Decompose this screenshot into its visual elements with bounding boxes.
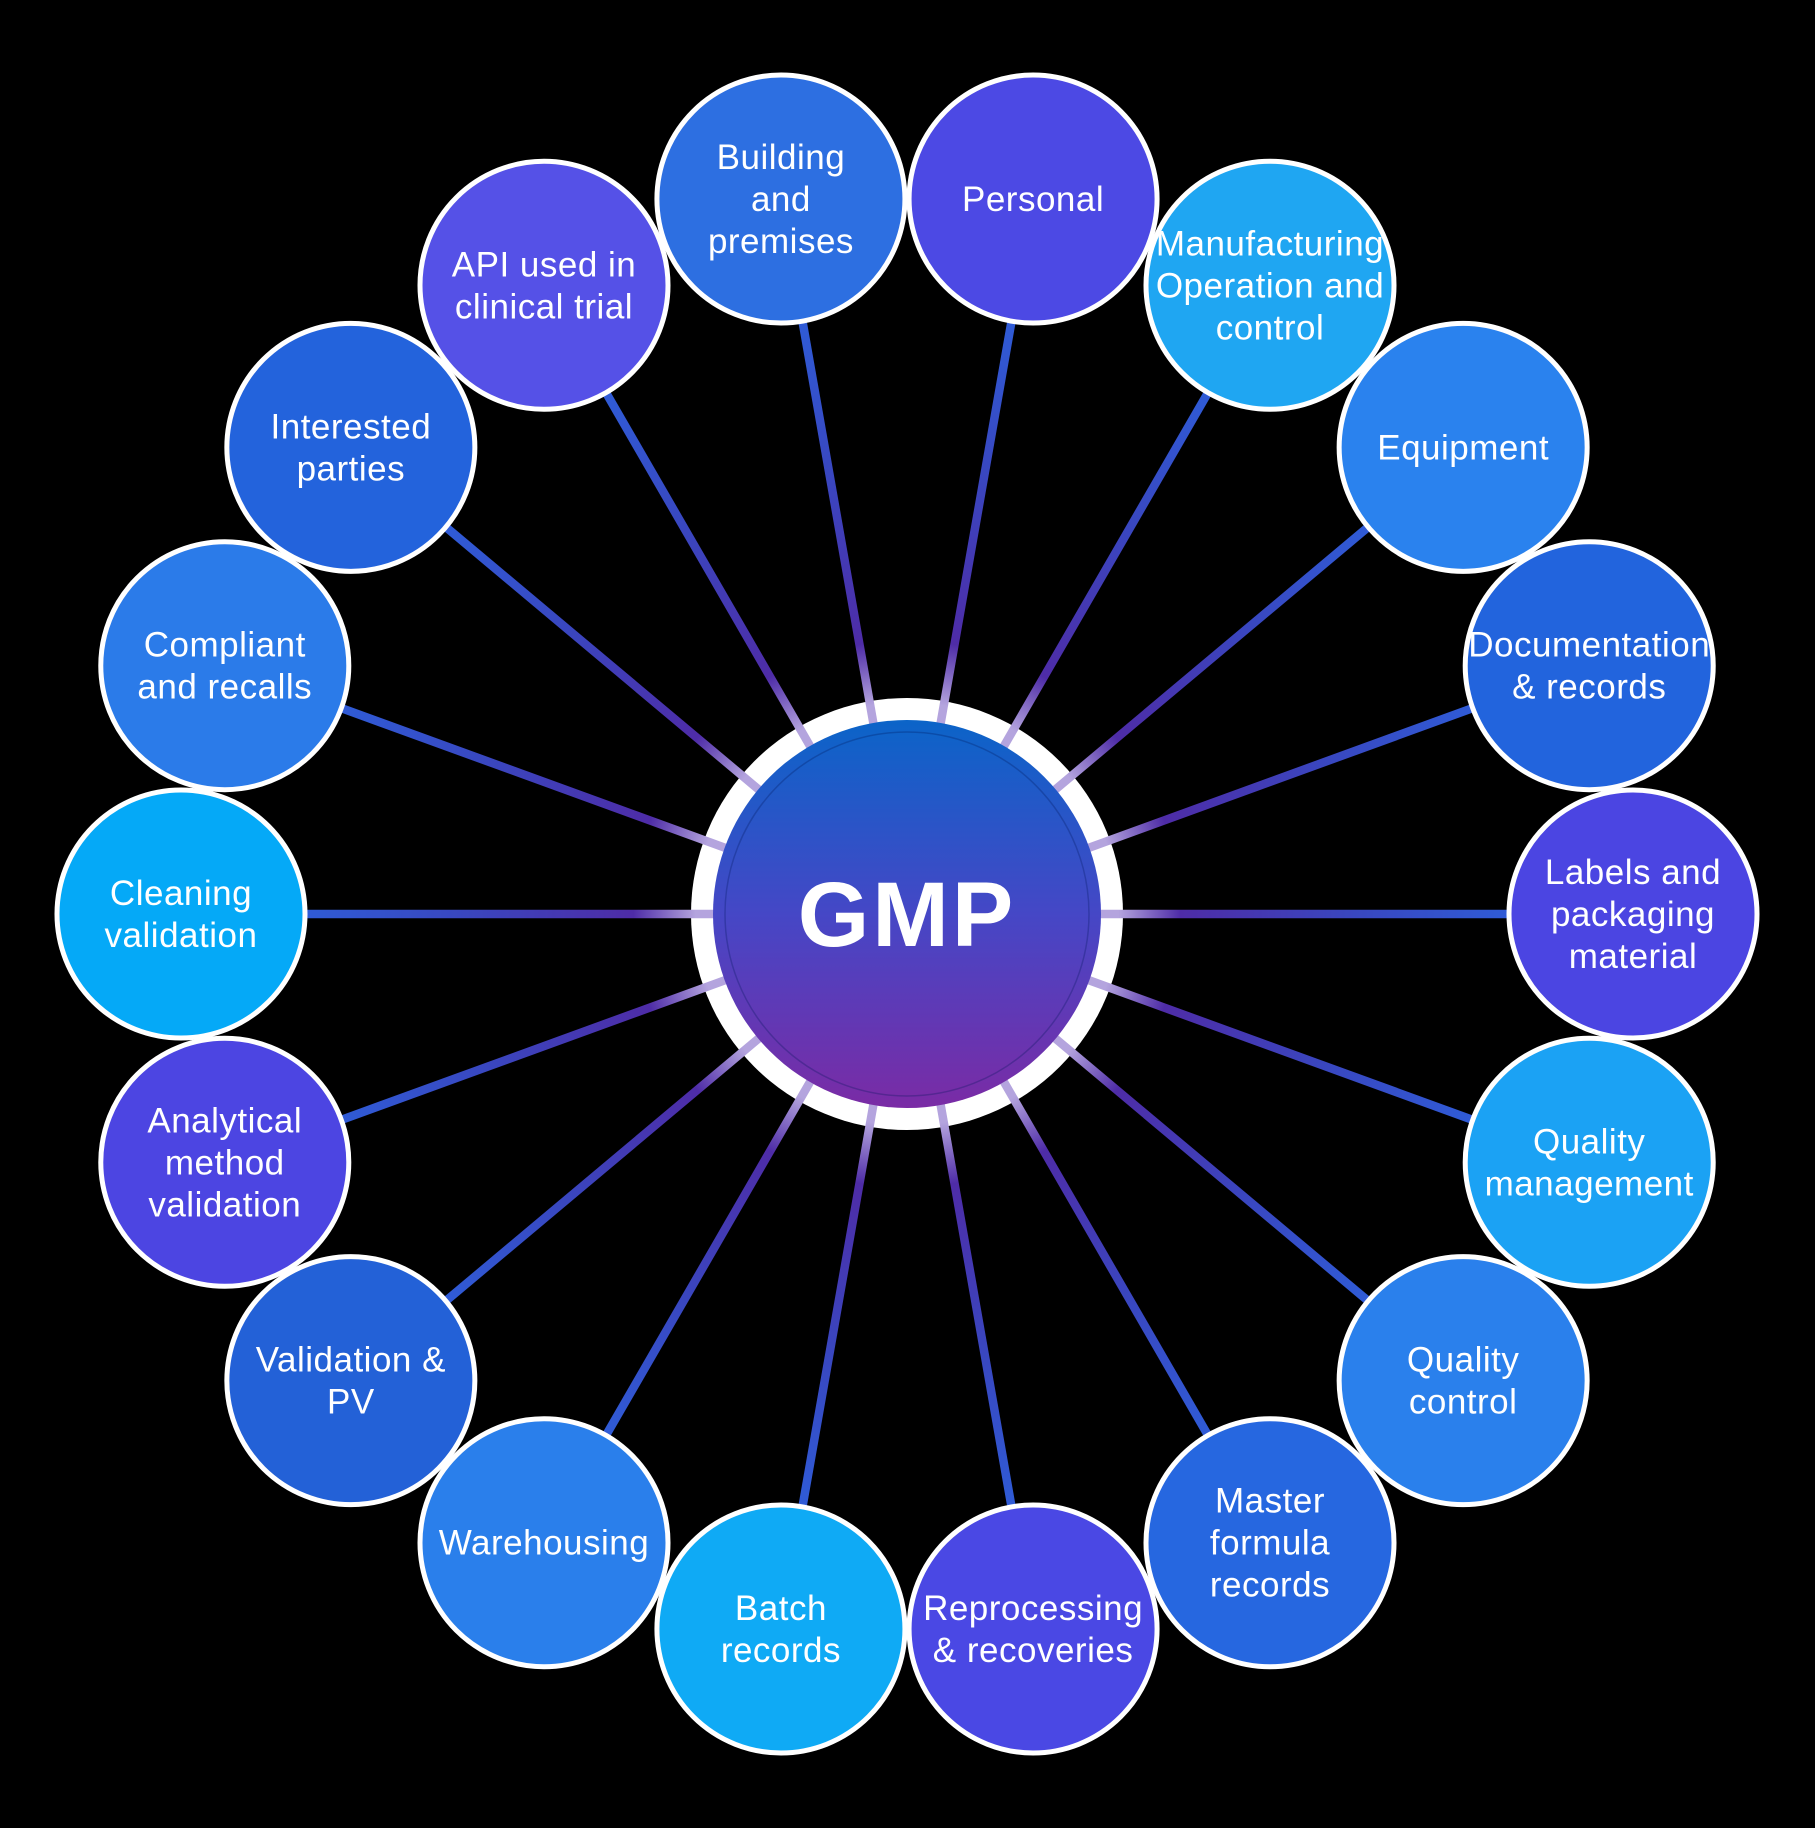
node-circle-labels-and-packaging-material (1506, 787, 1760, 1041)
node-label-personal: Personal (962, 180, 1104, 219)
node-circle-analytical-method-validation (98, 1035, 352, 1289)
center-label: GMP (798, 864, 1017, 966)
node-circle-cleaning-validation (54, 787, 308, 1041)
node-circle-master-formula-records (1143, 1416, 1397, 1670)
node-circle-warehousing (417, 1416, 671, 1670)
node-equipment: Equipment (1336, 320, 1590, 574)
node-documentation-records: Documentation& records (1462, 539, 1716, 793)
node-circle-quality-control (1336, 1254, 1590, 1508)
node-label-warehousing: Warehousing (439, 1524, 649, 1563)
node-circle-reprocessing-recoveries (906, 1502, 1160, 1756)
node-personal: Personal (906, 72, 1160, 326)
node-circle-compliant-and-recalls (98, 539, 352, 793)
node-validation-pv: Validation &PV (224, 1254, 478, 1508)
node-circle-quality-management (1462, 1035, 1716, 1289)
node-circle-interested-parties (224, 320, 478, 574)
node-circle-documentation-records (1462, 539, 1716, 793)
node-warehousing: Warehousing (417, 1416, 671, 1670)
node-circle-equipment (1336, 320, 1590, 574)
node-circle-validation-pv (224, 1254, 478, 1508)
node-circle-building-and-premises (654, 72, 908, 326)
node-circle-manufacturing-operation-and-control (1143, 158, 1397, 412)
center-circle (713, 720, 1101, 1108)
node-label-documentation-records: Documentation& records (1468, 626, 1710, 707)
node-label-equipment: Equipment (1377, 428, 1549, 467)
node-label-validation-pv: Validation &PV (256, 1341, 446, 1422)
center-inner-hairline (724, 731, 1090, 1097)
node-circle-personal (906, 72, 1160, 326)
node-label-reprocessing-recoveries: Reprocessing& recoveries (923, 1589, 1143, 1670)
node-reprocessing-recoveries: Reprocessing& recoveries (906, 1502, 1160, 1756)
node-circle-batch-records (654, 1502, 908, 1756)
node-circle-api-used-in-clinical-trial (417, 158, 671, 412)
